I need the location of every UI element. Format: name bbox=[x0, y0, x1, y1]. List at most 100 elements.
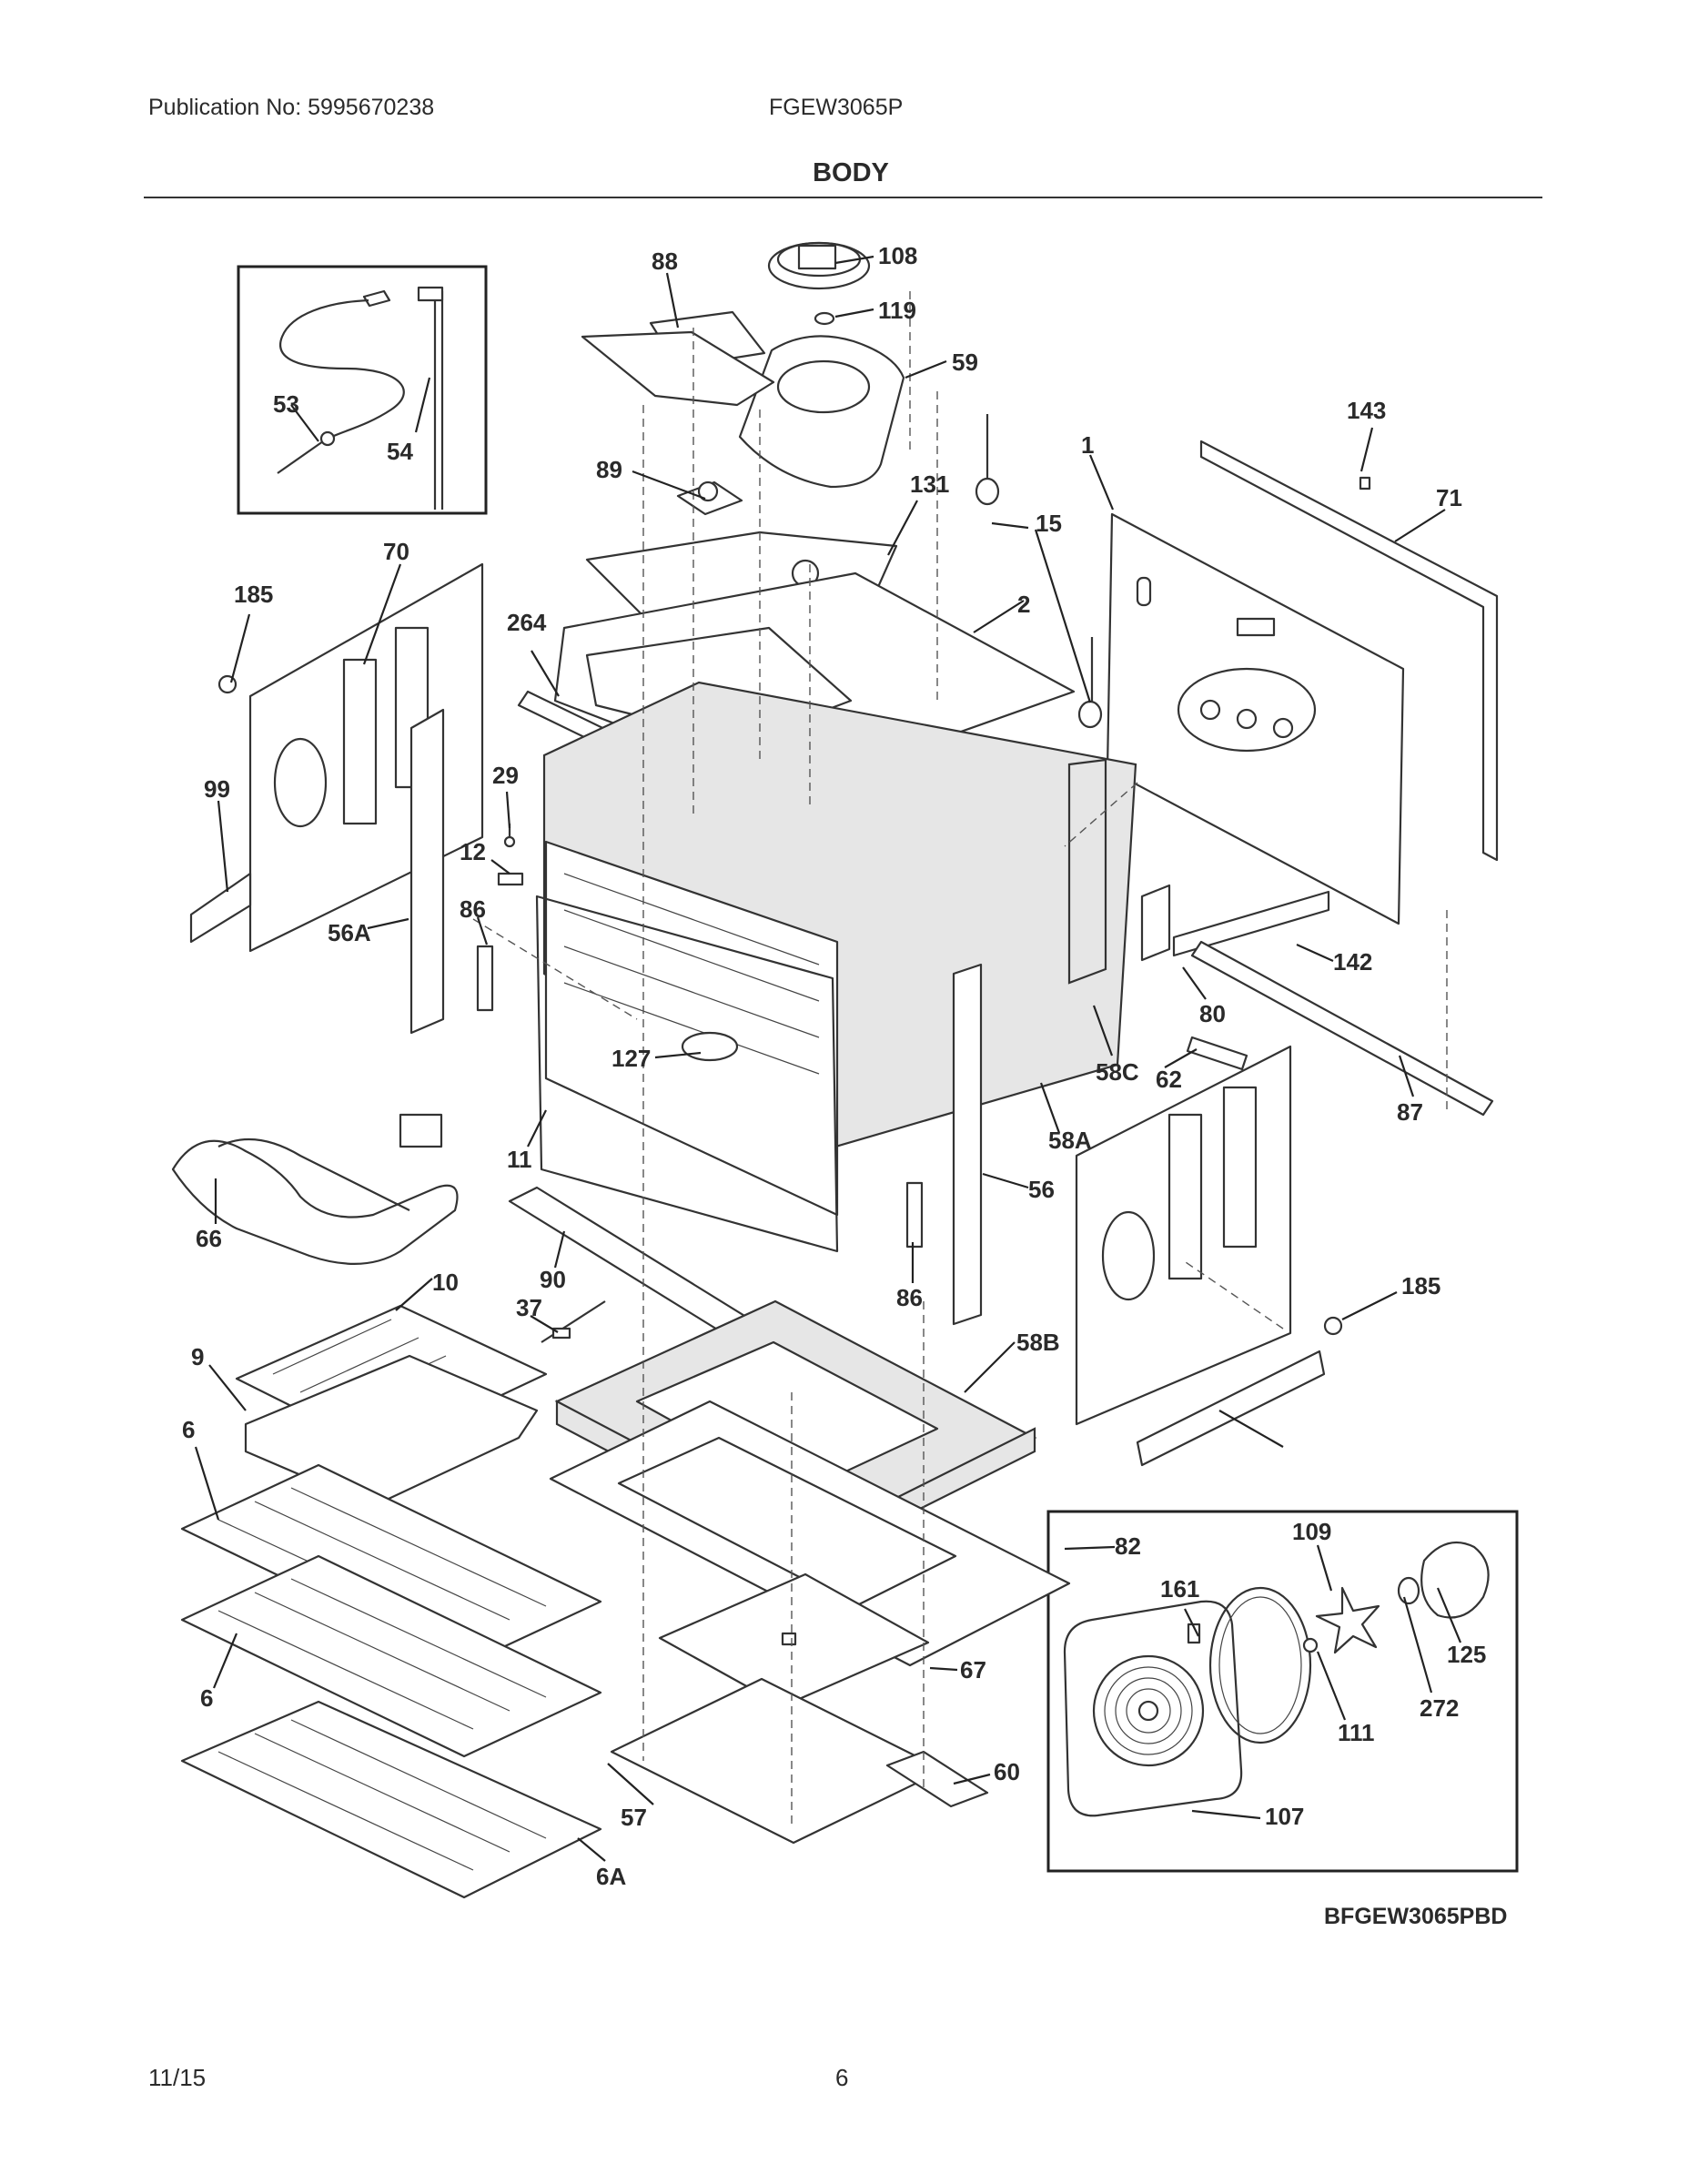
callout-86-left: 86 bbox=[460, 895, 486, 923]
alignment-lines bbox=[472, 291, 1448, 1829]
side-panel-70-right bbox=[1075, 1045, 1292, 1426]
callout-264: 264 bbox=[507, 609, 547, 636]
page-title: BODY bbox=[813, 158, 889, 187]
hinge-86-right bbox=[905, 1181, 924, 1249]
callout-6-upper: 6 bbox=[182, 1416, 195, 1443]
channel-142 bbox=[1172, 890, 1330, 957]
grommet-185-right bbox=[1323, 1316, 1343, 1336]
bracket-60 bbox=[885, 1750, 989, 1808]
callout-56: 56 bbox=[1028, 1176, 1055, 1203]
rail-87 bbox=[1190, 940, 1494, 1117]
part-89 bbox=[676, 480, 743, 516]
callout-82: 82 bbox=[1115, 1532, 1141, 1560]
fan-inset-box bbox=[1046, 1510, 1519, 1873]
callout-88: 88 bbox=[652, 248, 678, 275]
bottom-panel-57 bbox=[610, 1677, 945, 1845]
callout-108: 108 bbox=[878, 242, 917, 269]
callout-143: 143 bbox=[1347, 397, 1386, 424]
part-119 bbox=[814, 311, 835, 326]
callout-59: 59 bbox=[952, 349, 978, 376]
callout-9: 9 bbox=[191, 1343, 204, 1370]
callout-66: 66 bbox=[196, 1225, 222, 1252]
callout-142: 142 bbox=[1333, 948, 1372, 976]
callout-111: 111 bbox=[1338, 1719, 1375, 1746]
callout-57: 57 bbox=[621, 1804, 647, 1831]
callout-90: 90 bbox=[540, 1266, 566, 1293]
cavity-liner bbox=[542, 681, 1137, 1217]
callout-58B: 58B bbox=[1016, 1329, 1060, 1356]
bracket-99-right bbox=[1136, 1350, 1326, 1467]
callout-107: 107 bbox=[1265, 1803, 1304, 1830]
callout-185-left: 185 bbox=[234, 581, 273, 608]
revision-date: 11/15 bbox=[148, 2064, 207, 2091]
callout-60: 60 bbox=[994, 1758, 1020, 1785]
callout-99-left: 99 bbox=[204, 775, 230, 803]
publication-number: Publication No: 5995670238 bbox=[148, 95, 435, 120]
sensor-15 bbox=[975, 414, 1103, 729]
broil-element-66 bbox=[171, 1113, 459, 1265]
callout-2: 2 bbox=[1017, 591, 1030, 618]
callout-labels: 108 88 119 59 143 1 71 53 54 89 131 15 7… bbox=[182, 242, 1486, 1890]
callout-125: 125 bbox=[1447, 1641, 1486, 1668]
bake-element-67 bbox=[658, 1572, 930, 1708]
callout-70-left: 70 bbox=[383, 538, 409, 565]
callout-6-lower: 6 bbox=[200, 1684, 213, 1712]
callout-185-right: 185 bbox=[1401, 1272, 1440, 1299]
bracket-99-left bbox=[189, 872, 252, 944]
callout-89: 89 bbox=[596, 456, 622, 483]
trim-56-right bbox=[952, 963, 983, 1326]
fan-motor-108 bbox=[767, 241, 871, 290]
rack-6-lower bbox=[180, 1554, 602, 1758]
callout-6A: 6A bbox=[596, 1863, 626, 1890]
callout-67: 67 bbox=[960, 1656, 986, 1684]
callout-161: 161 bbox=[1160, 1575, 1199, 1603]
clip-143 bbox=[1359, 476, 1371, 490]
probe-drawing bbox=[277, 286, 444, 510]
callout-71: 71 bbox=[1436, 484, 1462, 511]
callout-53: 53 bbox=[273, 390, 299, 418]
model-number: FGEW3065P bbox=[769, 95, 904, 120]
callout-54: 54 bbox=[387, 438, 413, 465]
callout-29-upper: 29 bbox=[492, 762, 519, 789]
callout-58A: 58A bbox=[1048, 1127, 1092, 1154]
callout-109: 109 bbox=[1292, 1518, 1331, 1545]
terminal-62 bbox=[1186, 1036, 1248, 1071]
leader-lines bbox=[194, 255, 1462, 1862]
grommet-185-left bbox=[217, 674, 238, 694]
drawing-code: BFGEW3065PBD bbox=[1324, 1904, 1508, 1929]
probe-inset-box bbox=[237, 265, 488, 515]
page-number: 6 bbox=[835, 2064, 849, 2091]
callout-62: 62 bbox=[1156, 1066, 1182, 1093]
part-12 bbox=[497, 872, 524, 886]
callout-87: 87 bbox=[1397, 1098, 1423, 1126]
callout-58C: 58C bbox=[1096, 1058, 1139, 1086]
bracket-80 bbox=[1140, 884, 1171, 962]
rack-6A bbox=[180, 1700, 602, 1899]
callout-119: 119 bbox=[878, 297, 916, 324]
callout-131: 131 bbox=[910, 470, 949, 498]
frame-58C bbox=[1067, 758, 1107, 985]
door-seal-11 bbox=[535, 895, 839, 1253]
callout-127: 127 bbox=[612, 1045, 651, 1072]
callout-272: 272 bbox=[1420, 1694, 1459, 1722]
convection-fan-drawing bbox=[1063, 1541, 1490, 1817]
callout-1: 1 bbox=[1081, 431, 1094, 459]
side-panel-70-left bbox=[248, 562, 484, 953]
header-rule bbox=[144, 197, 1542, 198]
callout-80: 80 bbox=[1199, 1000, 1226, 1027]
callout-86-right: 86 bbox=[896, 1284, 923, 1311]
callout-10: 10 bbox=[432, 1269, 459, 1296]
rear-cover-71 bbox=[1199, 440, 1499, 862]
hinge-86-left bbox=[476, 945, 494, 1012]
sensor-37 bbox=[541, 1300, 606, 1343]
duct-88 bbox=[581, 310, 775, 407]
convection-shroud-59 bbox=[738, 335, 905, 489]
callout-15: 15 bbox=[1036, 510, 1062, 537]
rear-panel-1 bbox=[1106, 512, 1405, 925]
callout-11: 11 bbox=[507, 1146, 532, 1173]
callout-56A: 56A bbox=[328, 919, 371, 946]
callout-37: 37 bbox=[516, 1294, 542, 1321]
callout-12: 12 bbox=[460, 838, 486, 865]
trim-56A bbox=[409, 708, 445, 1035]
